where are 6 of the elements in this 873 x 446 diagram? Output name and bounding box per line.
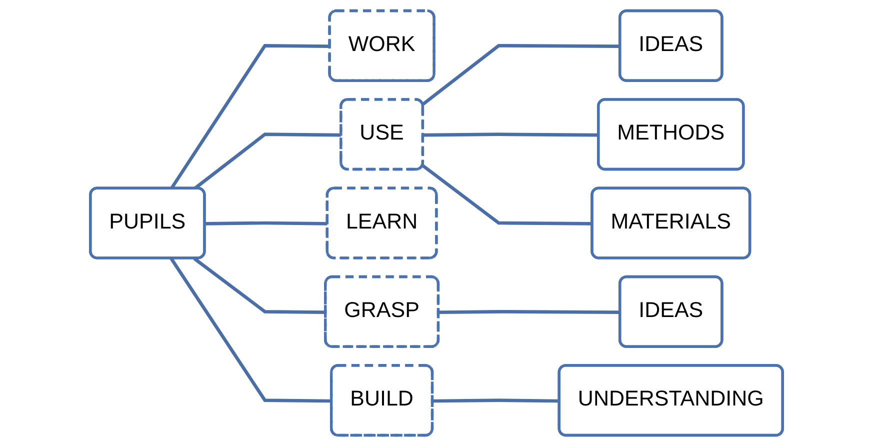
connector [170, 258, 332, 403]
connector [422, 44, 620, 106]
connector [438, 310, 620, 314]
connector [193, 257, 326, 314]
connector [432, 398, 560, 403]
connector [205, 221, 328, 226]
